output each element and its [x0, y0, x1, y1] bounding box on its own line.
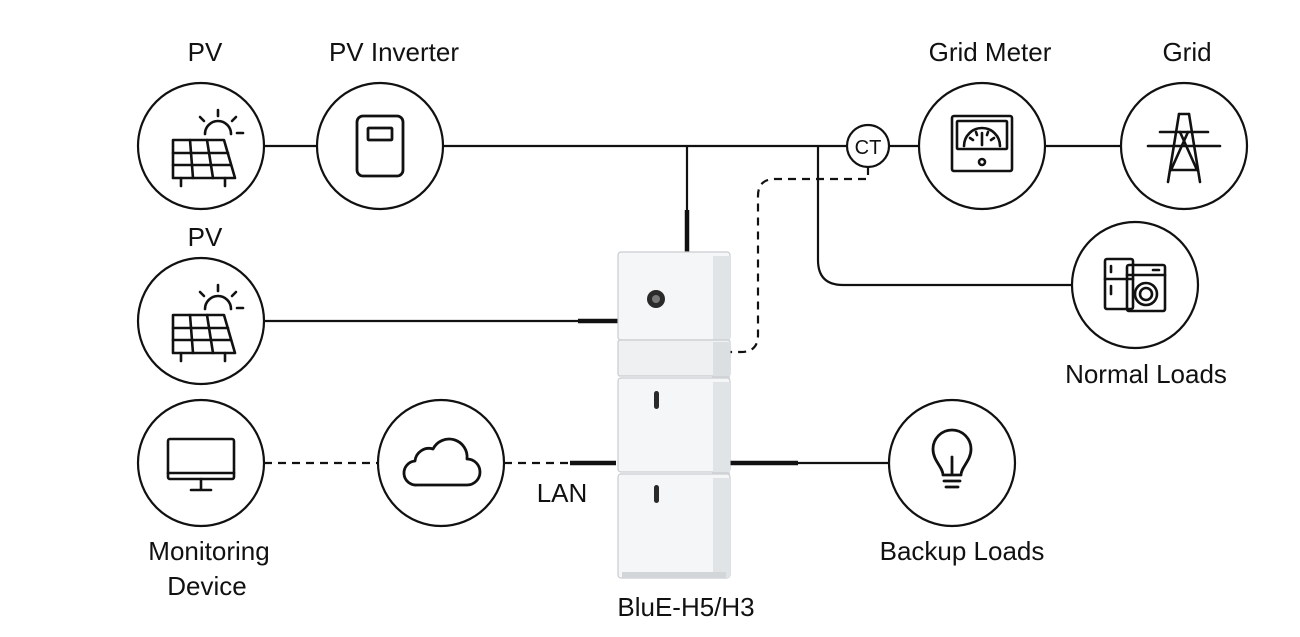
power-lines: [264, 144, 1122, 465]
battery-indicator-1: [654, 391, 659, 409]
normal-loads-circle: [1070, 220, 1200, 350]
label-monitoring-device-line1: Monitoring: [148, 536, 270, 566]
pv-mid-circle: [136, 256, 266, 386]
label-normal-loads: Normal Loads: [1065, 359, 1227, 389]
lightbulb-icon: [931, 428, 973, 489]
power-tower-icon: [1146, 112, 1222, 184]
cloud-icon: [402, 437, 482, 487]
pv-inverter-circle: [315, 81, 445, 211]
meter-icon: [950, 114, 1014, 173]
label-backup-loads: Backup Loads: [879, 536, 1045, 566]
label-grid-meter: Grid Meter: [928, 37, 1052, 67]
comm-lines: [264, 167, 870, 465]
monitor-icon: [166, 437, 236, 492]
label-lan: LAN: [536, 478, 588, 508]
ct-label: CT: [855, 137, 882, 159]
hybrid-battery-unit: [617, 251, 731, 579]
monitoring-device-circle: [136, 398, 266, 528]
pv-top-circle: [136, 81, 266, 211]
dash-ct-to-hybrid: [730, 167, 870, 354]
solar-panel-icon: [171, 108, 245, 188]
label-pv-mid: PV: [187, 222, 223, 252]
cloud-circle: [376, 398, 506, 528]
battery-indicator-2: [654, 485, 659, 503]
label-product: BluE-H5/H3: [617, 592, 755, 622]
label-pv-inverter: PV Inverter: [328, 37, 460, 67]
label-grid: Grid: [1162, 37, 1212, 67]
solar-panel-icon: [171, 283, 245, 363]
label-pv-top: PV: [187, 37, 223, 67]
inverter-icon: [355, 114, 405, 178]
appliances-icon: [1103, 257, 1167, 313]
line-bus-to-normal-loads: [816, 146, 1073, 287]
label-monitoring-device-line2: Device: [167, 571, 247, 601]
ct-circle: [845, 123, 891, 169]
